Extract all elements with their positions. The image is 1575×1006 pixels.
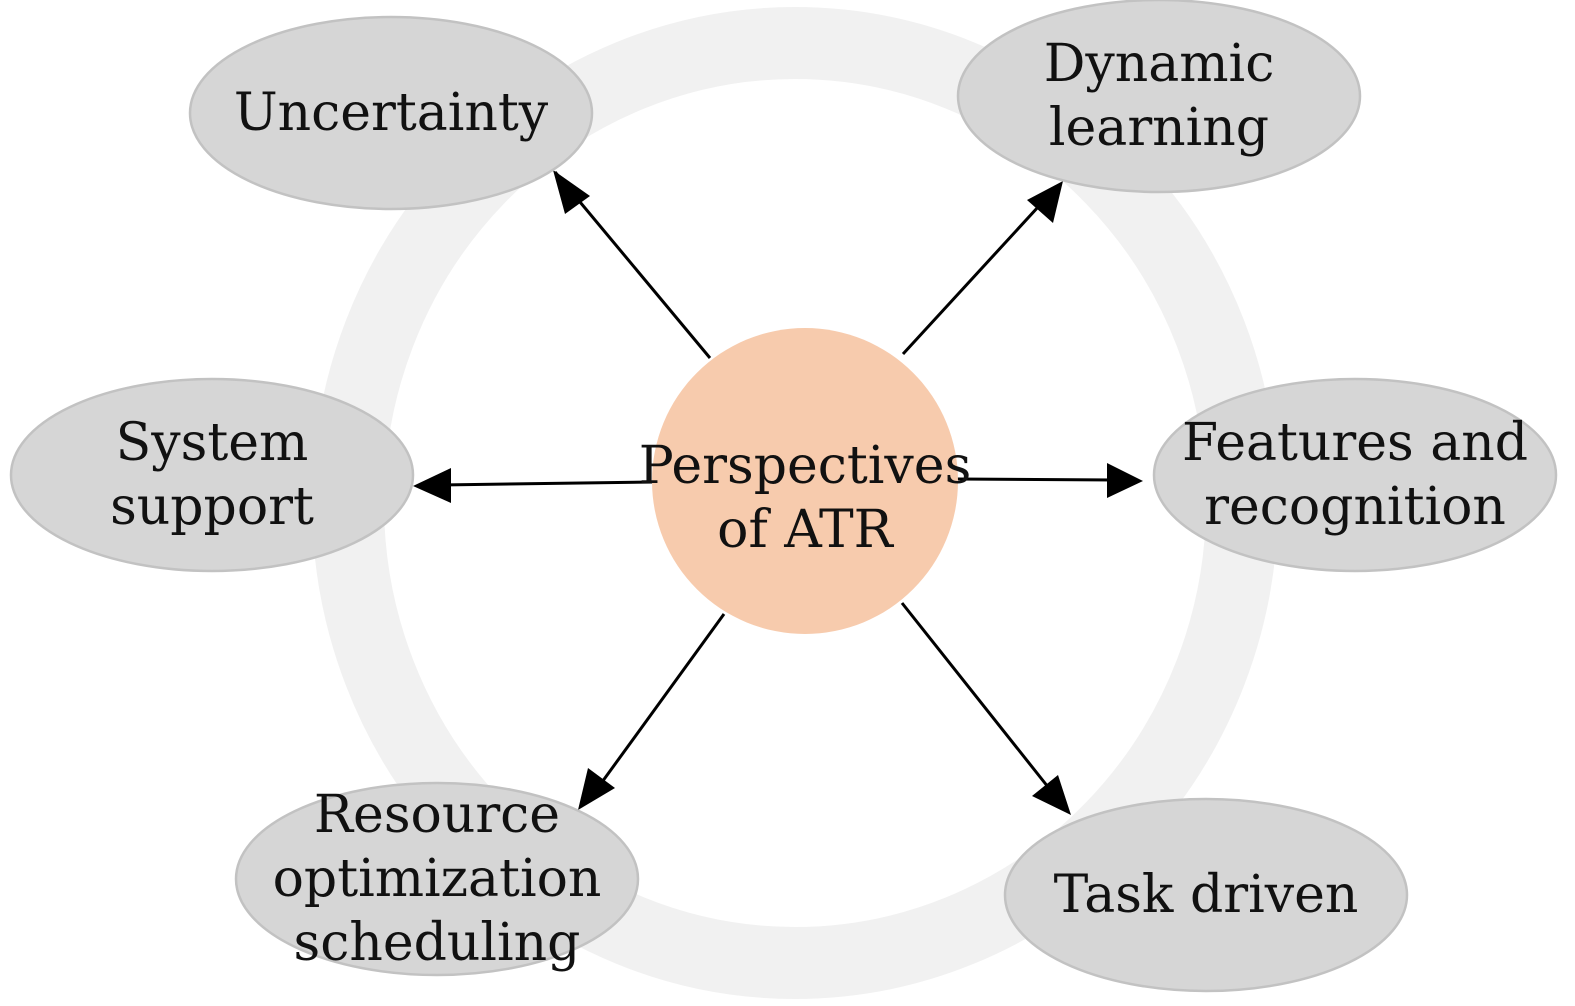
label-line: scheduling [294, 913, 581, 973]
label-line: of ATR [717, 500, 894, 560]
node-uncertainty: Uncertainty [188, 15, 594, 211]
label-line: Resource [314, 785, 560, 845]
label-line: Features and [1182, 413, 1528, 473]
arrowhead-resource-optimization [578, 768, 615, 810]
node-ellipse-features-recognition [1152, 377, 1558, 573]
node-ellipse-task-driven [1003, 797, 1409, 993]
arrows-group [413, 170, 1143, 815]
label-line: Uncertainty [234, 83, 549, 143]
arrow-to-task-driven [900, 602, 1054, 793]
node-ellipse-resource-optimization [234, 781, 640, 977]
node-task-driven: Task driven [1003, 797, 1409, 993]
arrow-to-uncertainty [553, 171, 712, 359]
node-label-task-driven: Task driven [1054, 865, 1359, 925]
arrowhead-dynamic-learning [1027, 181, 1063, 223]
label-line: optimization [273, 849, 602, 909]
arrowhead-features-recognition [1107, 463, 1143, 498]
node-label-uncertainty: Uncertainty [234, 83, 549, 143]
label-line: System [116, 413, 309, 473]
node-ellipse-system-support [9, 377, 415, 573]
arrowhead-task-driven [1032, 775, 1071, 815]
arrow-to-dynamic-learning [901, 192, 1052, 356]
arrow-to-system-support [439, 480, 655, 487]
arrow-to-features-recognition [956, 477, 1116, 482]
label-line: learning [1049, 98, 1269, 158]
node-ellipse-uncertainty [188, 15, 594, 211]
arrow-to-resource-optimization [595, 613, 726, 790]
label-line: Task driven [1054, 865, 1359, 925]
arrowhead-uncertainty [553, 170, 590, 214]
arrowhead-system-support [413, 468, 451, 503]
center-circle [652, 328, 958, 634]
label-line: recognition [1204, 477, 1506, 537]
node-ellipse-dynamic-learning [956, 0, 1362, 194]
label-line: support [110, 477, 314, 537]
label-line: Dynamic [1044, 34, 1275, 94]
label-line: Perspectives [639, 436, 972, 496]
